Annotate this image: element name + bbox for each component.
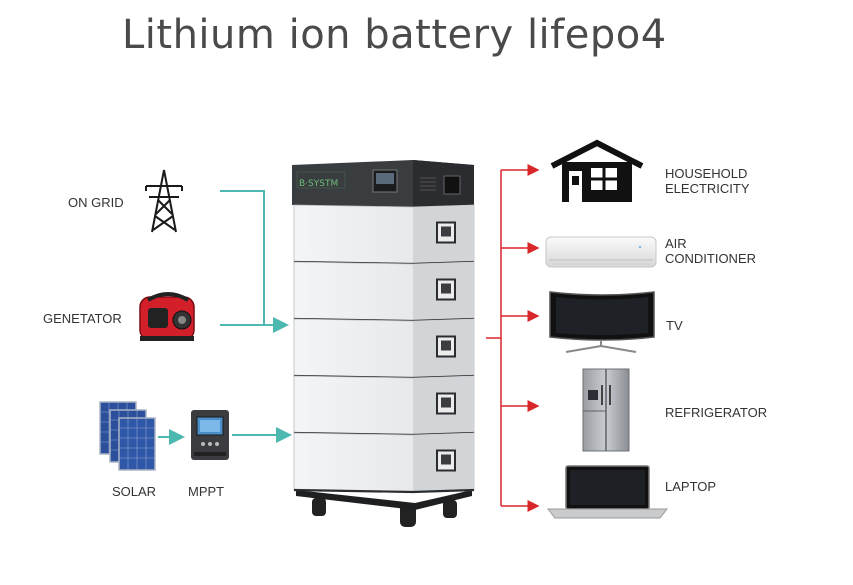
battery-module (293, 261, 475, 323)
battery-module (293, 375, 475, 437)
generator-label: GENETATOR (43, 311, 122, 326)
household-label-line2: ELECTRICITY (665, 181, 750, 196)
refrigerator-label: REFRIGERATOR (665, 405, 768, 420)
house-icon (550, 139, 644, 202)
input-flow-lines (158, 190, 292, 445)
tv-icon (549, 291, 655, 353)
solar-label: SOLAR (112, 484, 157, 499)
battery-module (293, 318, 475, 380)
mppt-controller-icon (191, 410, 229, 460)
generator-icon (139, 292, 195, 341)
battery-modules (293, 204, 475, 494)
tv-label: TV (666, 318, 683, 333)
laptop-label: LAPTOP (665, 479, 717, 494)
pylon-icon (145, 169, 183, 233)
household-electricity-label: HOUSEHOLD ELECTRICITY (665, 166, 750, 196)
air-conditioner-label: AIR CONDITIONER (665, 236, 756, 266)
air-label-line2: CONDITIONER (665, 251, 756, 266)
page-title: Lithium ion battery lifepo4 (122, 12, 667, 58)
household-label-line1: HOUSEHOLD (665, 166, 748, 181)
solar-panel-icon (99, 401, 156, 471)
air-conditioner-icon (545, 236, 657, 268)
laptop-icon (546, 465, 669, 519)
output-flow-lines (486, 164, 540, 512)
battery-stack: B·SYSTM (292, 160, 474, 527)
svg-text:B·SYSTM: B·SYSTM (299, 179, 338, 189)
mppt-label: MPPT (188, 484, 225, 499)
on-grid-label: ON GRID (68, 195, 124, 210)
refrigerator-icon (582, 368, 630, 452)
battery-module (293, 204, 475, 266)
air-label-line1: AIR (665, 236, 687, 251)
battery-module (293, 432, 475, 494)
